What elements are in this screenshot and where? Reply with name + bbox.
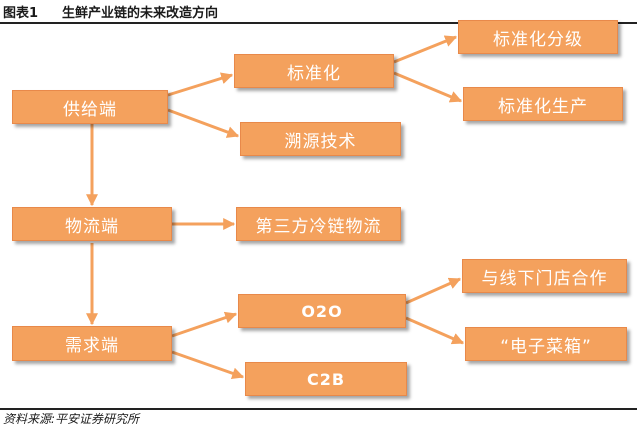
page-title: 生鲜产业链的未来改造方向: [62, 6, 219, 21]
node-traceability: 溯源技术: [240, 122, 401, 156]
node-standardize: 标准化: [234, 54, 394, 88]
node-c2b: C2B: [245, 362, 407, 396]
node-std-grading: 标准化分级: [458, 20, 618, 54]
node-demand: 需求端: [12, 326, 172, 361]
arrow-supply-traceability: [167, 108, 240, 138]
source-note: 资料来源:平安证券研究所: [3, 412, 140, 426]
figure-label: 图表1: [3, 6, 39, 21]
node-offline-store: 与线下门店合作: [462, 259, 627, 293]
title-bar: 图表1 生鲜产业链的未来改造方向: [0, 0, 637, 24]
node-o2o: O2O: [238, 294, 406, 328]
arrow-demand-o2o: [171, 311, 238, 338]
footer-divider: [0, 408, 637, 410]
node-supply: 供给端: [12, 90, 168, 124]
arrow-standardize-grading: [393, 35, 458, 64]
arrow-demand-c2b: [171, 350, 245, 380]
arrow-o2o-ebasket: [405, 316, 465, 345]
node-logistics: 物流端: [12, 207, 172, 241]
arrow-standardize-production: [393, 71, 463, 103]
node-std-production: 标准化生产: [463, 87, 623, 121]
arrow-supply-standardize: [167, 72, 234, 97]
figure-title: 图表1 生鲜产业链的未来改造方向: [3, 2, 218, 21]
node-e-basket: “电子菜箱”: [465, 327, 627, 361]
arrow-o2o-offline: [405, 277, 462, 305]
node-third-party-cold-chain: 第三方冷链物流: [236, 207, 401, 241]
